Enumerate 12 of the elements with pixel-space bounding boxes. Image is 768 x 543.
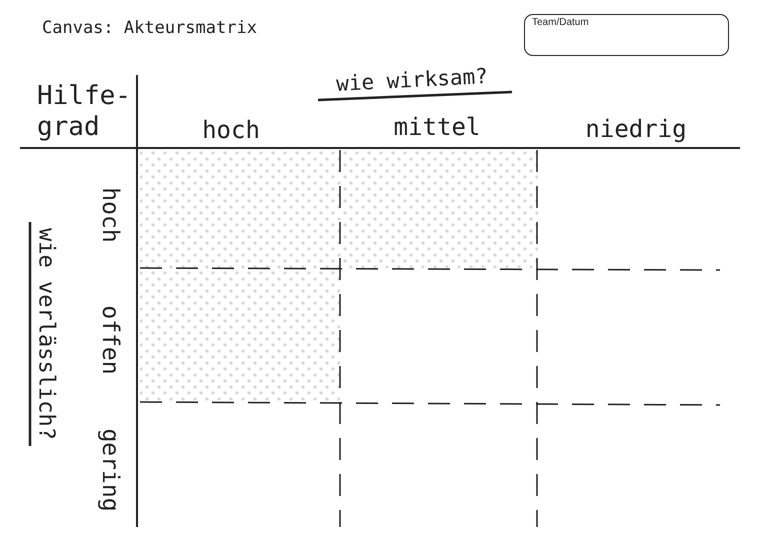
title: Canvas: Akteursmatrix: [42, 18, 257, 38]
column-header: niedrig: [585, 115, 687, 143]
column-header: mittel: [394, 113, 480, 141]
column-header: hoch: [202, 116, 260, 144]
text-field: [524, 14, 729, 56]
row-header: gering: [97, 428, 123, 512]
row-axis-title: Hilfe- grad: [37, 80, 127, 144]
row-axis-title: wie verlässlich?: [34, 228, 58, 440]
row-header: offen: [97, 305, 123, 375]
row-header: hoch: [97, 187, 123, 243]
field-label: Team/Datum: [532, 17, 589, 28]
column-axis-title: wie wirksam?: [336, 64, 488, 96]
